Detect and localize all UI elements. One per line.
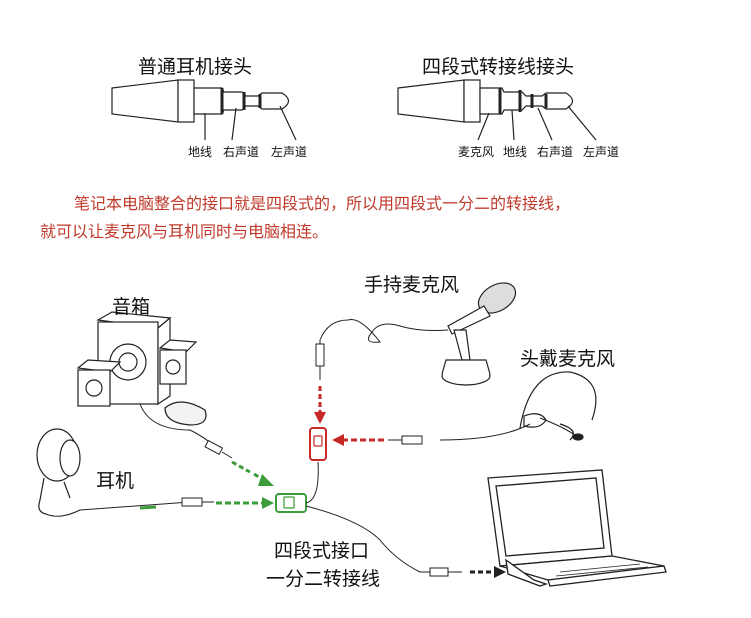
green-arrows bbox=[216, 460, 274, 509]
normal-plug-label-left: 左声道 bbox=[271, 145, 308, 159]
red-arrow-left bbox=[332, 434, 384, 446]
headset-cable bbox=[439, 423, 531, 441]
four-pole-plug-illustration bbox=[397, 79, 597, 141]
headset-mic-illustration bbox=[519, 371, 597, 441]
normal-plug-label-right: 右声道 bbox=[223, 145, 260, 159]
speaker-label: 音箱 bbox=[112, 296, 151, 318]
earphone-illustration bbox=[36, 428, 81, 515]
four-pole-label-mic: 麦克风 bbox=[458, 145, 495, 159]
red-arrow-down bbox=[314, 386, 326, 424]
adapter-label-line-1: 四段式接口 bbox=[274, 540, 370, 562]
handheld-mic-label: 手持麦克风 bbox=[364, 274, 460, 296]
adapter-plug bbox=[429, 567, 462, 577]
black-arrow-right bbox=[470, 566, 506, 578]
earphone-label: 耳机 bbox=[96, 470, 135, 492]
earphone-cable bbox=[45, 501, 191, 517]
handheld-mic-cable bbox=[319, 318, 449, 368]
note-line-2: 就可以让麦克风与耳机同时与电脑相连。 bbox=[40, 222, 329, 241]
normal-plug-label-ground: 地线 bbox=[188, 145, 213, 159]
four-pole-label-right: 右声道 bbox=[537, 145, 574, 159]
speaker-illustration bbox=[76, 311, 207, 426]
note-line-1: 笔记本电脑整合的接口就是四段式的，所以用四段式一分二的转接线， bbox=[74, 194, 571, 213]
normal-plug-illustration bbox=[111, 79, 297, 141]
adapter-label-line-2: 一分二转接线 bbox=[266, 568, 381, 590]
normal-plug-title: 普通耳机接头 bbox=[138, 56, 253, 78]
four-pole-label-left: 左声道 bbox=[583, 145, 620, 159]
speaker-plug bbox=[204, 439, 233, 459]
earphone-cable-band bbox=[139, 505, 157, 510]
four-pole-plug-title: 四段式转接线接头 bbox=[422, 56, 575, 78]
mic-plug bbox=[315, 343, 325, 380]
earphone-plug bbox=[181, 497, 214, 507]
four-pole-label-ground: 地线 bbox=[503, 145, 528, 159]
adapter-cable bbox=[305, 461, 430, 573]
headset-plug bbox=[388, 435, 423, 445]
laptop-illustration bbox=[487, 469, 667, 587]
handheld-mic-illustration bbox=[441, 282, 517, 386]
headset-mic-label: 头戴麦克风 bbox=[520, 348, 616, 370]
